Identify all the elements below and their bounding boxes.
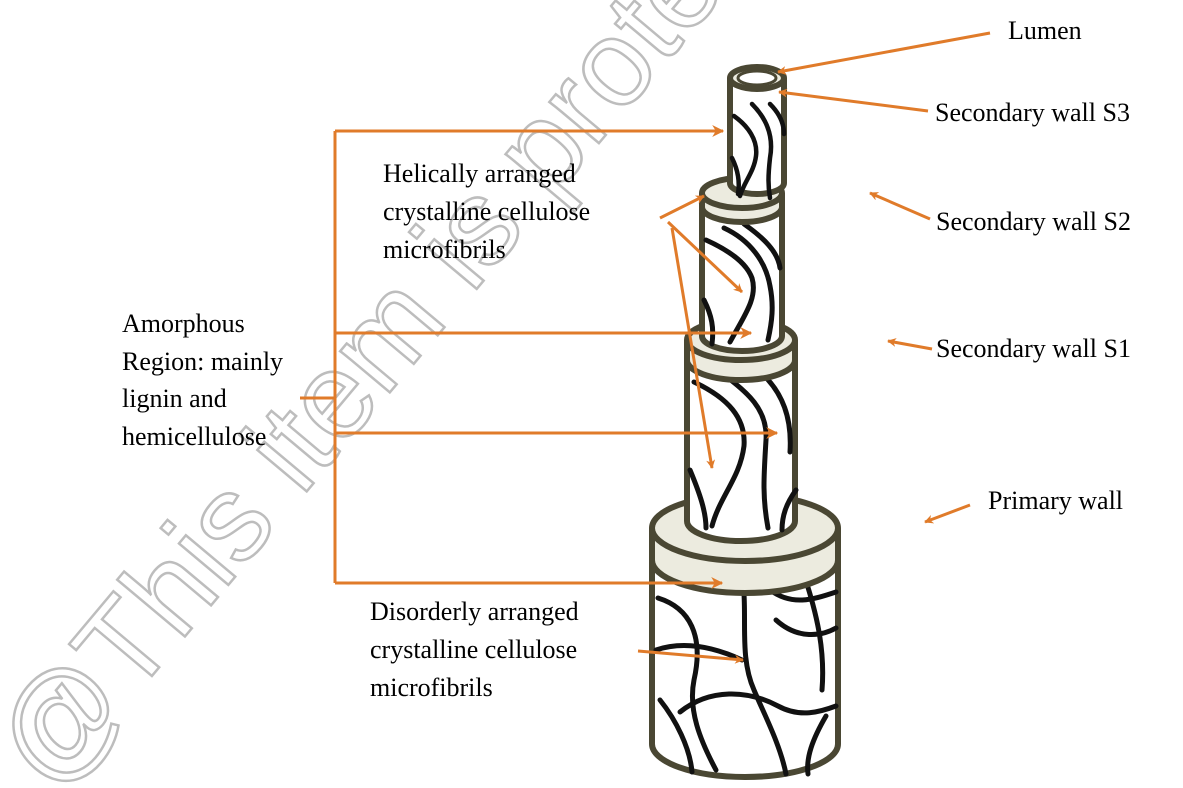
label-secondary-wall-s1: Secondary wall S1 <box>936 334 1131 363</box>
svg-text:Disorderly arranged: Disorderly arranged <box>370 597 579 626</box>
svg-text:hemicellulose: hemicellulose <box>122 422 266 451</box>
helical-arrow-top <box>660 196 704 218</box>
svg-text:Region: mainly: Region: mainly <box>122 347 283 376</box>
label-primary-wall: Primary wall <box>988 486 1123 515</box>
svg-text:Amorphous: Amorphous <box>122 309 245 338</box>
s3-arrow <box>779 92 928 111</box>
s1-arrow <box>888 341 932 349</box>
label-secondary-wall-s3: Secondary wall S3 <box>935 98 1130 127</box>
svg-text:microfibrils: microfibrils <box>383 235 506 264</box>
label-disorderly-microfibrils: Disorderly arranged crystalline cellulos… <box>370 597 579 702</box>
lumen-opening <box>738 71 776 85</box>
svg-text:Helically arranged: Helically arranged <box>383 159 576 188</box>
label-lumen: Lumen <box>1008 16 1082 45</box>
s3-wall-cylinder <box>730 67 784 198</box>
primary-wall-arrow <box>925 505 970 522</box>
lumen-arrow <box>778 33 990 72</box>
label-secondary-wall-s2: Secondary wall S2 <box>936 207 1131 236</box>
svg-text:crystalline cellulose: crystalline cellulose <box>383 197 590 226</box>
label-helical-microfibrils: Helically arranged crystalline cellulose… <box>383 159 590 264</box>
svg-text:crystalline cellulose: crystalline cellulose <box>370 635 577 664</box>
svg-text:microfibrils: microfibrils <box>370 673 493 702</box>
fiber-cylinders <box>652 67 838 777</box>
svg-text:lignin and: lignin and <box>122 384 227 413</box>
s2-arrow <box>870 193 930 219</box>
